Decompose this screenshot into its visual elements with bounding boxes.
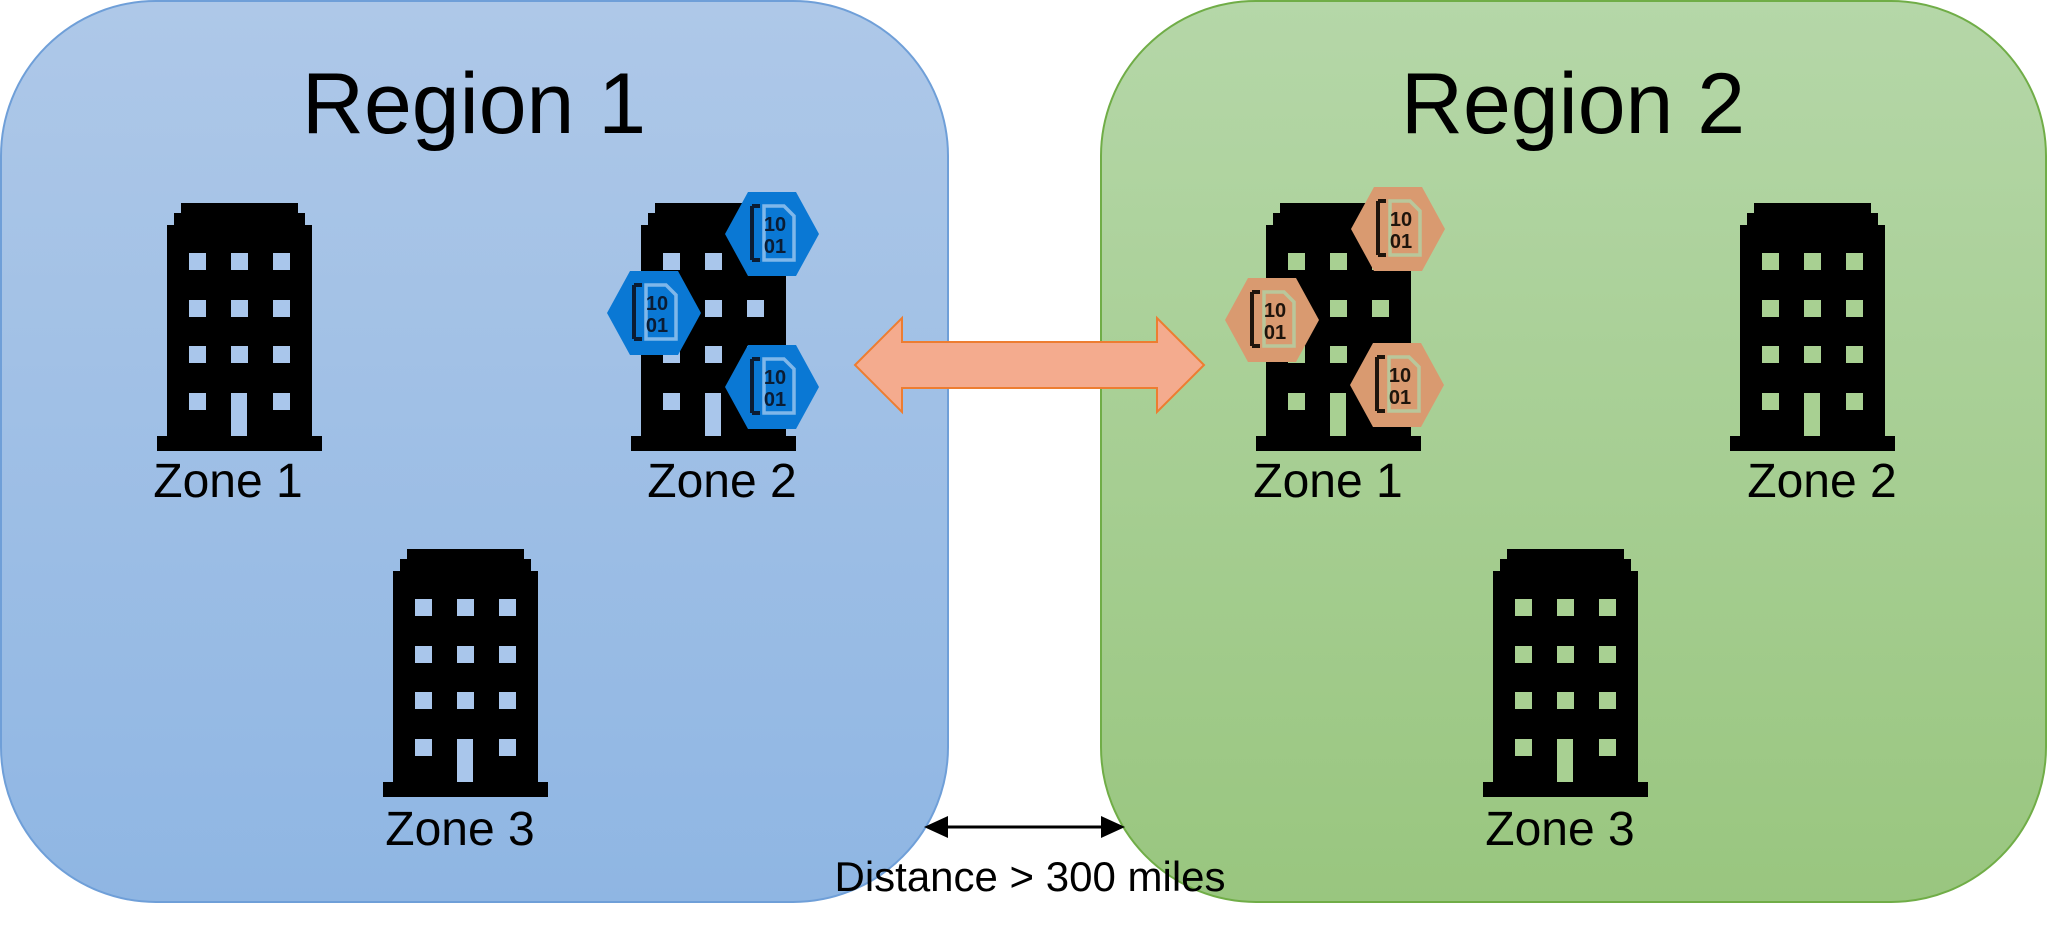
replication-double-arrow-icon [853,315,1206,415]
storage-blob-code-top: 10 [764,367,786,389]
region-2-zone-1-label: Zone 1 [1253,455,1402,508]
region-2: Region 2 Zone 1 Zone 2 Zone 3 10 01 10 0… [1100,0,2047,903]
storage-blob-code-bottom: 01 [1389,387,1411,409]
region-1-title: Region 1 [302,56,646,152]
region-2-zone-3-label: Zone 3 [1485,803,1634,856]
storage-blob-code-bottom: 01 [646,315,668,337]
building-icon [1483,549,1648,797]
region-2-title: Region 2 [1401,56,1745,152]
storage-blob-code-bottom: 01 [1390,231,1412,253]
region-1: Region 1 Zone 1 Zone 2 Zone 3 10 01 10 0… [0,0,949,903]
region-2-zone-2-label: Zone 2 [1747,455,1896,508]
storage-blob-code-top: 10 [646,293,668,315]
storage-blob-code-top: 10 [1264,300,1286,322]
storage-blob-icon: 10 01 [725,345,819,429]
storage-blob-icon: 10 01 [725,192,819,276]
region-1-zone-2-label: Zone 2 [647,455,796,508]
building-icon [383,549,548,797]
distance-dimension [924,816,1125,838]
arrowhead-left-icon [924,816,948,838]
storage-blob-icon: 10 01 [607,271,701,355]
storage-blob-icon: 10 01 [1225,278,1319,362]
region-1-zone-1-label: Zone 1 [153,455,302,508]
building-icon [1730,203,1895,451]
region-1-zone-3-label: Zone 3 [385,803,534,856]
distance-label: Distance > 300 miles [834,853,1225,900]
storage-blob-icon: 10 01 [1351,187,1445,271]
storage-blob-code-bottom: 01 [764,236,786,258]
storage-blob-code-top: 10 [764,214,786,236]
arrowhead-right-icon [1101,816,1125,838]
storage-blob-code-bottom: 01 [1264,322,1286,344]
storage-blob-icon: 10 01 [1350,343,1444,427]
building-icon [157,203,322,451]
storage-blob-code-top: 10 [1390,209,1412,231]
storage-blob-code-top: 10 [1389,365,1411,387]
storage-blob-code-bottom: 01 [764,389,786,411]
